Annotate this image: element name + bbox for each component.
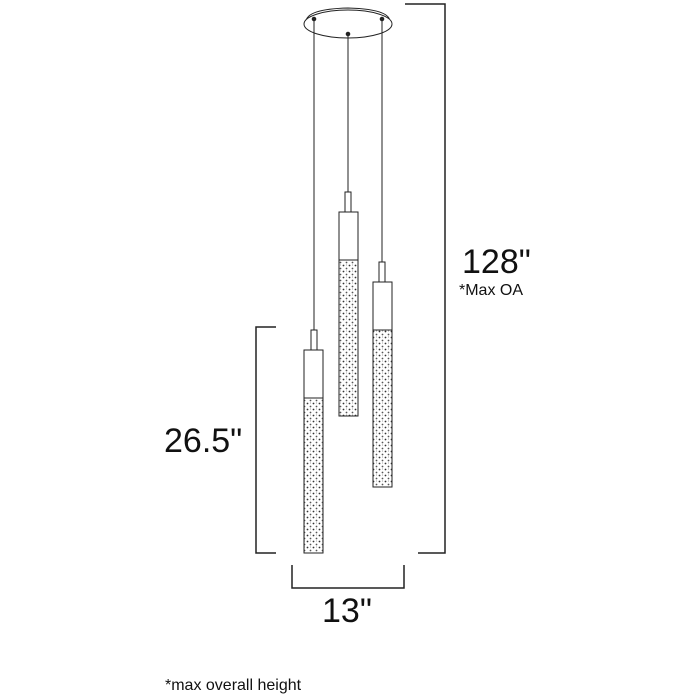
pendant-left [303, 329, 324, 554]
pendant-right [372, 261, 393, 488]
footnote: *max overall height [165, 677, 302, 694]
pendant-height-bracket [255, 326, 276, 554]
width-label: 13" [322, 592, 372, 630]
canopy [303, 7, 393, 39]
overall-height-note: *Max OA [459, 282, 524, 299]
pendant-height-label: 26.5" [164, 422, 243, 460]
overall-height-bracket [405, 3, 446, 554]
width-bracket [291, 565, 405, 589]
pendant-middle [338, 191, 359, 417]
overall-height-label: 128" [462, 243, 531, 281]
